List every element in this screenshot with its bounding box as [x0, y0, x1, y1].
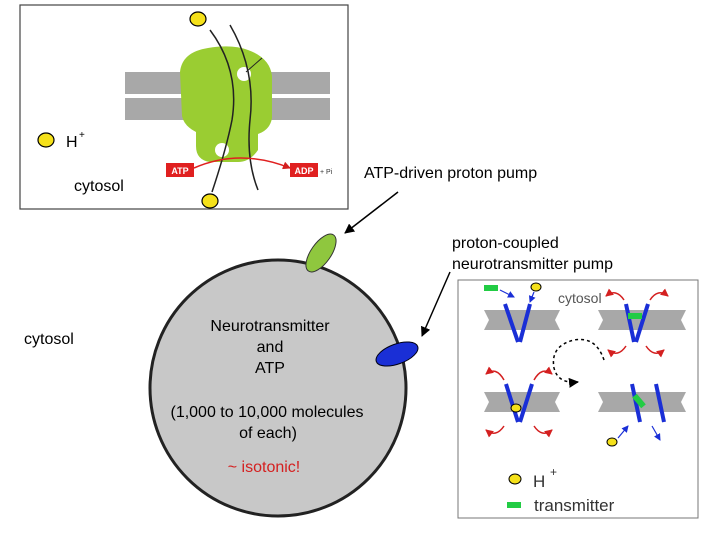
legend-transmitter-icon [507, 502, 521, 508]
cycle-arrow-2b [649, 288, 669, 301]
transporter-3b [518, 383, 534, 423]
coupled-pump-arrow [421, 271, 451, 337]
h-legend-symbol: H [66, 134, 78, 151]
top-cytosol-label: cytosol [74, 178, 124, 195]
proton-4 [606, 437, 618, 447]
transmitter-1-arrow [499, 289, 515, 298]
adp-tag-box [290, 163, 318, 177]
membrane-state-3 [484, 392, 560, 412]
cycle-cytosol-label: cytosol [558, 290, 602, 306]
atp-pump-on-vesicle [305, 233, 337, 273]
count-line-1: (1,000 to 10,000 molecules [170, 404, 363, 421]
transmitter-4-arrow [651, 425, 661, 441]
adp-tag: ADP [294, 166, 313, 176]
vesicle-membrane [148, 258, 408, 518]
cycle-arrow-2c [607, 345, 627, 358]
transport-cycle-panel: cytosol [457, 279, 699, 519]
atp-pump-label: ATP-driven proton pump [364, 165, 537, 182]
transporter-2a [624, 303, 636, 343]
legend-proton-icon [508, 473, 522, 485]
transporter-3a [504, 383, 520, 423]
transporter-1a [503, 303, 520, 343]
legend-h-symbol: H [533, 472, 545, 491]
atp-pump-inset: ATP ADP + Pi H + cytosol [19, 4, 349, 210]
proton-bottom [201, 193, 219, 209]
proton-1-arrow [528, 291, 536, 303]
proton-4-arrow [617, 425, 629, 439]
transmitter-2 [628, 313, 642, 319]
transporter-2b [634, 303, 650, 343]
cycle-arrow-3b [533, 366, 553, 381]
coupled-pump-label-2: neurotransmitter pump [452, 256, 613, 273]
proton-path-left [209, 29, 235, 193]
transmitter-4 [632, 393, 646, 409]
adp-suffix: + Pi [320, 169, 333, 176]
atp-tag: ATP [171, 166, 188, 176]
contents-line-1: Neurotransmitter [210, 318, 330, 335]
outside-cytosol-label: cytosol [24, 331, 74, 348]
contents-line-2: and [257, 339, 284, 356]
proton-top [189, 11, 207, 27]
contents-line-3: ATP [255, 360, 285, 377]
proton-1 [530, 282, 542, 292]
membrane-state-1 [484, 310, 560, 330]
count-line-2: of each) [239, 425, 297, 442]
transporter-4a [630, 383, 642, 423]
legend-transmitter: transmitter [534, 496, 615, 515]
transporter-1b [518, 303, 532, 343]
legend-h-sup: + [550, 465, 557, 479]
atp-hydrolysis-arrow [193, 157, 291, 170]
transporter-4b [654, 383, 666, 423]
cycle-arrow-2a [605, 288, 625, 301]
transmitter-1 [484, 285, 498, 291]
h-legend-sup: + [79, 130, 85, 141]
proton-legend-icon [37, 132, 55, 148]
coupled-pump-label-1: proton-coupled [452, 235, 559, 252]
cycle-arrow-3c [485, 425, 505, 438]
proton-pointer [245, 57, 263, 73]
isotonic-note: ~ isotonic! [228, 459, 300, 476]
atp-tag-box [166, 163, 194, 177]
proton-3 [510, 403, 522, 413]
cycle-arrow-2d [645, 345, 665, 358]
proton-path-right [229, 24, 259, 191]
cycle-arrow-3a [485, 366, 505, 381]
synaptic-vesicle: Neurotransmitter and ATP (1,000 to 10,00… [148, 233, 419, 518]
cycle-arrow-3d [533, 425, 553, 438]
cycle-dashed-arrow [552, 338, 605, 388]
atp-pump-arrow [344, 191, 399, 234]
coupled-pump-on-vesicle [375, 341, 419, 367]
